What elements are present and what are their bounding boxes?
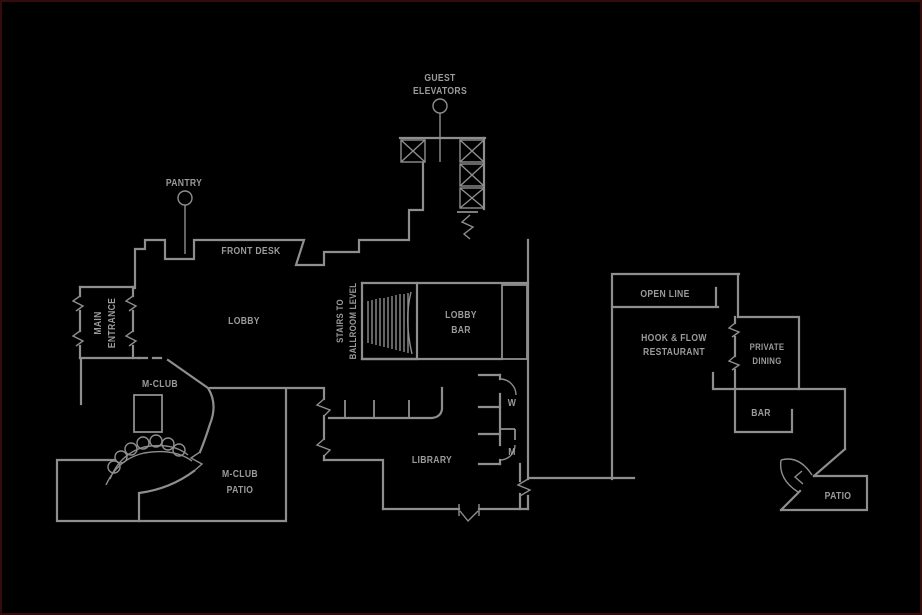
stairs-box [360,281,530,361]
label-m-club: M-CLUB [142,378,178,390]
restrooms [477,373,517,466]
m-club-walls [79,356,215,523]
wall-break-icon [460,214,475,240]
svg-text:BAR: BAR [451,324,471,336]
label-lobby: LOBBY [228,315,260,327]
corridor-wall [516,238,532,511]
svg-text:ENTRANCE: ENTRANCE [106,298,118,349]
label-bar: BAR [751,407,771,419]
elevator-shaft-icon [400,139,485,209]
label-front-desk: FRONT DESK [221,245,280,257]
elevator-bank [398,136,487,240]
door-opening-icon [458,504,480,523]
label-guest-elevators: GUEST [424,72,455,84]
label-pantry: PANTRY [166,177,203,189]
door-opening-icon [189,451,204,472]
door-opening-icon [315,398,332,457]
main-entrance-walls [71,285,141,360]
wall-break-icon [516,478,532,497]
pantry-callout [177,190,193,254]
label-patio: PATIO [825,490,852,502]
stair-treads-icon [367,291,413,355]
door-swing-icon [499,378,517,396]
restaurant-walls [528,272,869,512]
entry-door-swing-icon [779,458,813,493]
labels-layer: GUEST ELEVATORS PANTRY FRONT DESK LOBBY … [92,72,851,502]
svg-text:DINING: DINING [752,355,781,366]
guest-elevators-callout [432,98,448,162]
library-walls [208,386,444,511]
label-main-entrance: MAIN [92,311,104,334]
m-club-patio-walls [55,387,288,523]
svg-text:BALLROOM LEVEL: BALLROOM LEVEL [347,282,358,359]
label-lobby-bar: LOBBY [445,309,477,321]
svg-text:ELEVATORS: ELEVATORS [413,85,467,97]
lobby-bar-walls [360,284,528,361]
door-opening-icon [71,295,138,347]
label-m-club-patio: M-CLUB [222,468,258,480]
label-restroom-men: M [508,446,515,458]
label-restaurant: HOOK & FLOW [641,332,707,344]
door-opening-icon [727,322,741,371]
svg-text:RESTAURANT: RESTAURANT [643,346,705,358]
label-library: LIBRARY [412,454,452,466]
label-private-dining: PRIVATE [750,341,785,352]
label-stairs-to-ballroom: STAIRS TO [334,299,345,343]
wall-north-chain [133,161,425,290]
label-restroom-women: W [508,397,517,409]
door-swing-icon [499,444,516,461]
bar-counter-icon [105,434,193,486]
south-wall [381,504,530,523]
svg-text:PATIO: PATIO [227,484,254,496]
walls-layer [55,98,869,523]
label-open-line: OPEN LINE [640,288,690,300]
